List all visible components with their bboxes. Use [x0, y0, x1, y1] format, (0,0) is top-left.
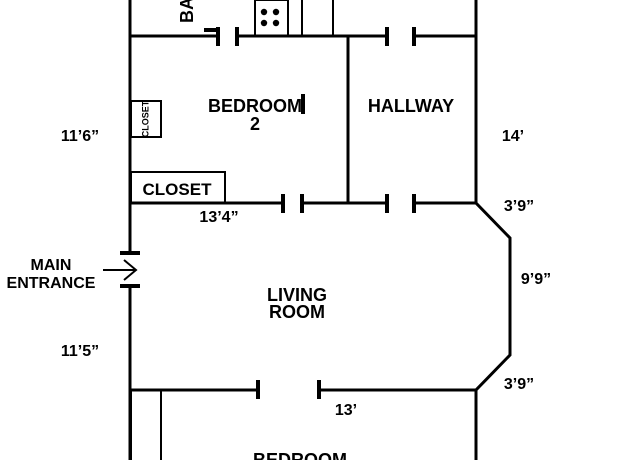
closet-small-label: CLOSET — [140, 100, 150, 137]
bedroom-2-label-line1: BEDROOM — [208, 96, 302, 116]
dimension-bay-top: 3’9” — [504, 198, 534, 215]
dimension-bay-bottom: 3’9” — [504, 376, 534, 393]
dimension-living-width: 13’ — [335, 402, 357, 419]
dimension-living-height: 11’5” — [61, 343, 99, 360]
bath-label: BA — [177, 0, 197, 23]
living-room-label-line1: LIVING — [267, 285, 327, 305]
main-entrance-label-line1: MAIN — [31, 257, 72, 274]
closet-large-label: CLOSET — [143, 180, 213, 199]
dimension-bedroom-2-height: 11’6” — [61, 128, 99, 145]
dimension-bay-side: 9’9” — [521, 271, 551, 288]
entrance-arrow-icon — [103, 259, 138, 281]
stove-icon — [254, 0, 289, 37]
closet-large-outline — [130, 171, 226, 204]
main-entrance-label-line2: ENTRANCE — [7, 275, 96, 292]
dimension-hallway-height: 14’ — [502, 128, 524, 145]
bedroom-bottom-label: BEDROOM — [253, 450, 347, 460]
closet-small-outline — [130, 100, 162, 138]
right-wall-bay — [474, 0, 512, 460]
closet-bottom-outline — [130, 389, 162, 460]
bedroom-2-label-line2: 2 — [250, 114, 260, 134]
refrigerator — [301, 0, 334, 37]
dimension-bedroom-2-width: 13’4” — [199, 209, 238, 226]
living-room-label-line2: ROOM — [269, 302, 325, 322]
hallway-label: HALLWAY — [368, 96, 454, 116]
